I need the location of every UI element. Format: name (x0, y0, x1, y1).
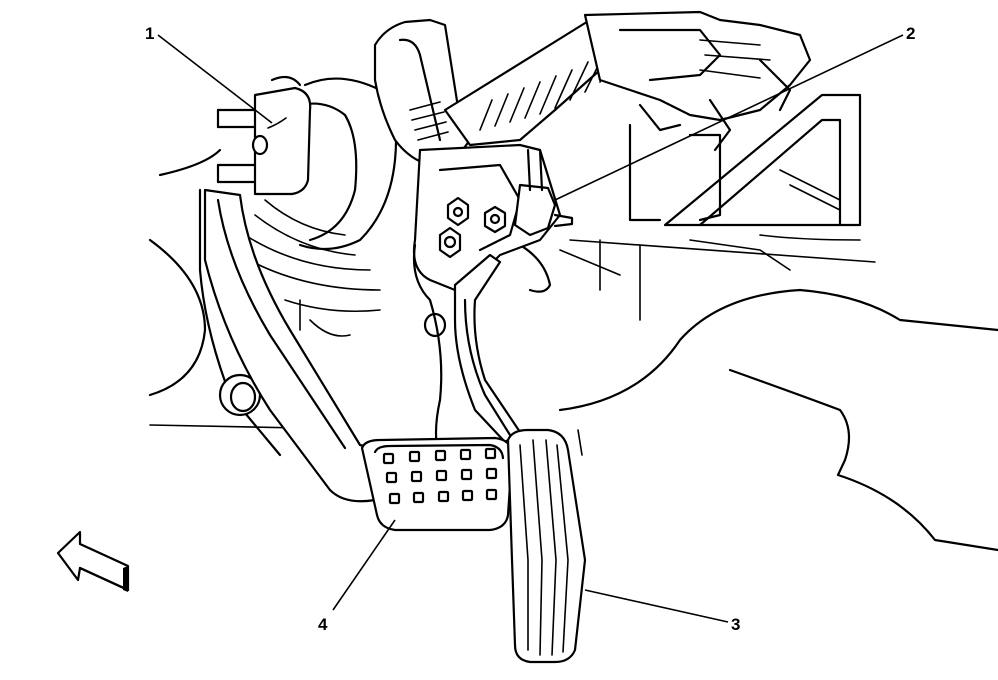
brake-pedal-arm (203, 188, 382, 503)
leader-line-3 (584, 589, 729, 623)
brake-pad-treads (382, 447, 498, 505)
leader-line-2 (554, 34, 904, 201)
front-arrow-icon (56, 530, 130, 592)
pedal-pivot-plate (412, 143, 574, 338)
accelerator-pedal-pad (506, 428, 587, 664)
leader-line-4 (332, 519, 396, 611)
brake-switch-component (216, 75, 312, 196)
callout-leaders (157, 34, 904, 623)
floor-panel-lines (518, 234, 998, 552)
callout-1: 1 (145, 24, 154, 43)
brake-pedal-pad (360, 436, 514, 532)
callout-3: 3 (731, 615, 740, 634)
pedal-support-bracket (373, 10, 812, 167)
right-mount-bracket (559, 93, 876, 321)
callout-4: 4 (318, 615, 328, 634)
leader-line-1 (157, 34, 273, 124)
callout-2: 2 (906, 24, 915, 43)
